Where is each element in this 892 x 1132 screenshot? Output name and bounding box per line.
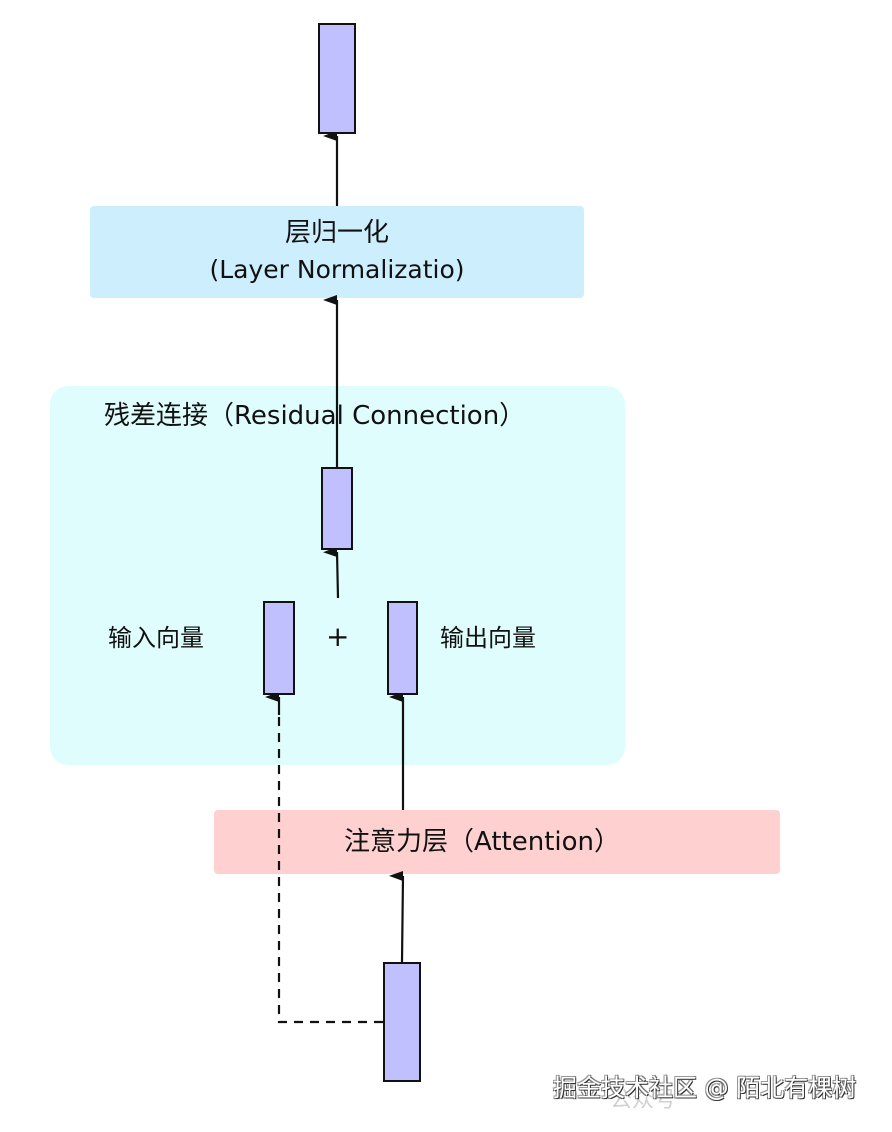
arrow-input-to-attention [389,871,405,963]
attention-box: 注意力层（Attention） [214,810,780,874]
input-vector [263,601,295,695]
wechat-watermark: 公众号 [610,1088,677,1113]
dashed-skip-connection [277,714,383,1024]
output-vector-top [318,23,356,134]
attention-output-vector [387,601,418,695]
residual-connection-title: 残差连接（Residual Connection） [104,401,526,431]
plus-operator: + [326,620,350,653]
output-vector-label: 输出向量 [440,624,536,652]
attention-label: 注意力层（Attention） [344,827,620,857]
input-vector-bottom [383,962,421,1082]
layer-norm-label-en: (Layer Normalizatio) [209,255,465,284]
layer-norm-box: 层归一化 (Layer Normalizatio) [90,206,584,298]
input-vector-label: 输入向量 [108,624,204,652]
watermark: 掘金技术社区 @ 陌北有棵树 [553,1074,857,1102]
arrow-plus-to-sum [323,547,340,599]
residual-sum-vector [321,467,353,550]
layer-norm-label-cn: 层归一化 [284,218,389,248]
